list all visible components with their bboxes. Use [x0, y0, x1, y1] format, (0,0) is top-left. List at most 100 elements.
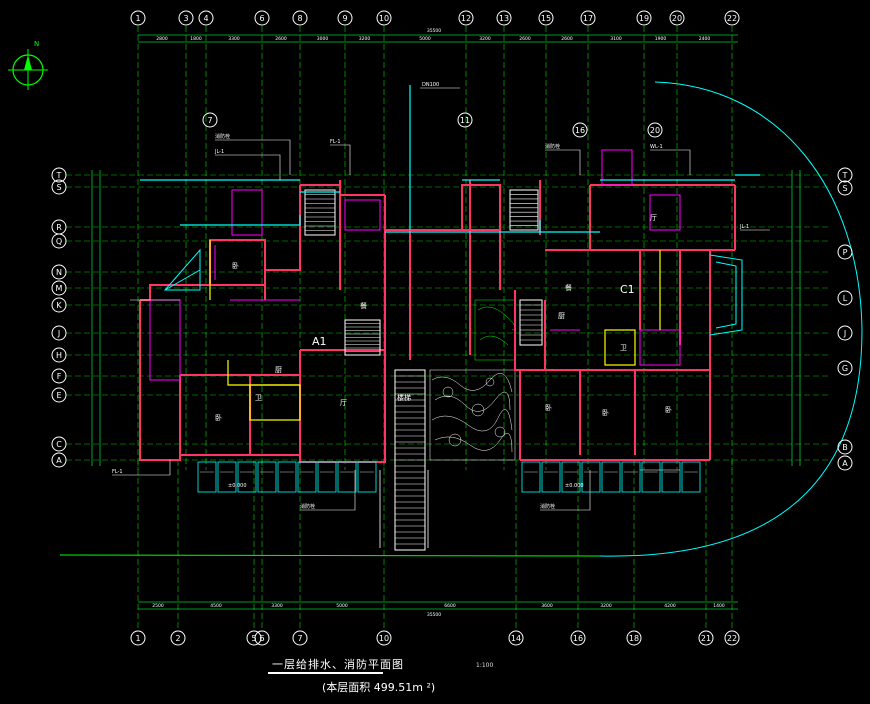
unit-c-balcony-rail [521, 461, 701, 493]
room-a-bed1: 卧 [215, 414, 222, 422]
bottom-dim-0: 2500 [152, 603, 164, 609]
axis-inner-16-bubble: 16 [572, 122, 588, 138]
right-dimension-lines [791, 170, 801, 466]
room-a-dining: 餐 [360, 301, 367, 310]
axis-bottom-10-bubble: 10 [376, 630, 392, 646]
top-dim-9: 2600 [561, 36, 573, 42]
axis-left-H-bubble-label: H [56, 351, 62, 360]
axis-bottom-21-bubble-label: 21 [701, 634, 711, 643]
bottom-dim-6: 3200 [600, 603, 612, 609]
axis-left-C-bubble-label: C [56, 440, 62, 449]
garden-upper [474, 299, 516, 361]
axis-bottom-1-bubble-label: 1 [135, 634, 140, 643]
axis-left-C-bubble: C [51, 436, 67, 452]
axis-inner-16-bubble-label: 16 [575, 126, 585, 135]
hydrant-label-4: 消防栓 [540, 503, 555, 510]
axis-top-13-bubble: 13 [496, 10, 512, 26]
axis-top-15-bubble-label: 15 [541, 14, 551, 23]
top-dim-3: 2600 [275, 36, 287, 42]
left-dimension-lines [91, 170, 101, 466]
svg-text:N: N [34, 40, 39, 48]
room-a-living: 厅 [340, 399, 347, 407]
axis-bottom-5-bubble-label: 5 [251, 634, 256, 643]
axis-left-E-bubble: E [51, 387, 67, 403]
bottom-dim-2: 3300 [271, 603, 283, 609]
axis-left-H-bubble: H [51, 347, 67, 363]
axis-inner-11-bubble: 11 [457, 112, 473, 128]
top-dim-7: 3200 [479, 36, 491, 42]
top-dim-0: 2800 [156, 36, 168, 42]
axis-top-12-bubble: 12 [458, 10, 474, 26]
axis-bottom-2-bubble-label: 2 [175, 634, 180, 643]
axis-bottom-16-bubble-label: 16 [573, 634, 583, 643]
axis-left-N-bubble-label: N [56, 268, 62, 277]
pipe-dn-label: DN100 [422, 82, 439, 88]
top-dim-10: 3100 [610, 36, 622, 42]
stair-c [519, 299, 543, 346]
axis-left-J-bubble: J [51, 325, 67, 341]
axis-left-F-bubble-label: F [57, 372, 62, 381]
axis-left-K-bubble: K [51, 297, 67, 313]
annotation-texts: 消防栓 消防栓 JL-1 FL-1 WL-1 ±0.000 ±0.000 DN1… [112, 82, 749, 510]
axis-bottom-16-bubble: 16 [570, 630, 586, 646]
axis-left-Q-bubble: Q [51, 233, 67, 249]
axis-bottom-10-bubble-label: 10 [379, 634, 389, 643]
axis-right-S-bubble: S [837, 180, 853, 196]
entrance-stair [394, 369, 426, 551]
axis-left-T-bubble: T [51, 167, 67, 183]
room-a-kitchen: 厨 [275, 366, 282, 374]
unit-c-partitions [550, 149, 681, 366]
drawing-scale: 1:100 [476, 662, 494, 669]
axis-top-10-bubble-label: 10 [379, 14, 389, 23]
room-c-bed1: 卧 [545, 404, 552, 412]
axis-right-P-bubble-label: P [843, 248, 848, 257]
axis-bottom-18-bubble: 18 [626, 630, 642, 646]
hydrant-label-2: 消防栓 [545, 143, 560, 150]
axis-left-R-bubble: R [51, 219, 67, 235]
axis-top-19-bubble-label: 19 [639, 14, 649, 23]
axis-right-T-bubble: T [837, 167, 853, 183]
bottom-dim-3: 5000 [336, 603, 348, 609]
entrance-walkway [379, 470, 429, 548]
axis-left-K-bubble-label: K [56, 301, 62, 310]
axis-top-19-bubble: 19 [636, 10, 652, 26]
axis-top-13-bubble-label: 13 [499, 14, 509, 23]
top-dim-11: 1900 [655, 36, 667, 42]
axis-left-T-bubble-label: T [56, 171, 62, 180]
axis-right-A-bubble: A [837, 455, 853, 471]
axis-left-S-bubble-label: S [56, 183, 61, 192]
axis-top-9-bubble-label: 9 [342, 14, 347, 23]
drawing-title: 一层给排水、消防平面图 [272, 658, 404, 671]
axis-right-L-bubble: L [837, 290, 853, 306]
axis-left-J-bubble-label: J [57, 329, 60, 338]
riser-jl-1: JL-1 [214, 149, 224, 155]
top-dim-6: 5000 [419, 36, 431, 42]
axis-right-B-bubble: B [837, 439, 853, 455]
axis-top-1-bubble-label: 1 [135, 14, 140, 23]
north-compass-icon: N [8, 40, 48, 90]
axis-top-20-bubble-label: 20 [672, 14, 682, 23]
axis-top-12-bubble-label: 12 [461, 14, 471, 23]
axis-bottom-1-bubble: 1 [130, 630, 146, 646]
vertical-grid-lines [137, 26, 733, 630]
unit-c-bay-window [709, 254, 743, 336]
axis-bottom-22-bubble: 22 [724, 630, 740, 646]
axis-top-15-bubble: 15 [538, 10, 554, 26]
bottom-dimension-lines [138, 601, 738, 610]
axis-top-8-bubble: 8 [292, 10, 308, 26]
unit-c-walls [514, 180, 736, 461]
axis-top-6-bubble-label: 6 [259, 14, 264, 23]
axis-left-Q-bubble-label: Q [56, 237, 62, 246]
axis-right-J-bubble-label: J [843, 329, 846, 338]
axis-left-R-bubble-label: R [56, 223, 62, 232]
hydrant-label-1: 消防栓 [215, 133, 230, 140]
axis-right-J-bubble: J [837, 325, 853, 341]
site-boundary-arc [599, 81, 863, 557]
axis-right-A-bubble-label: A [842, 459, 848, 468]
unit-c-yellow-walls [604, 250, 661, 366]
